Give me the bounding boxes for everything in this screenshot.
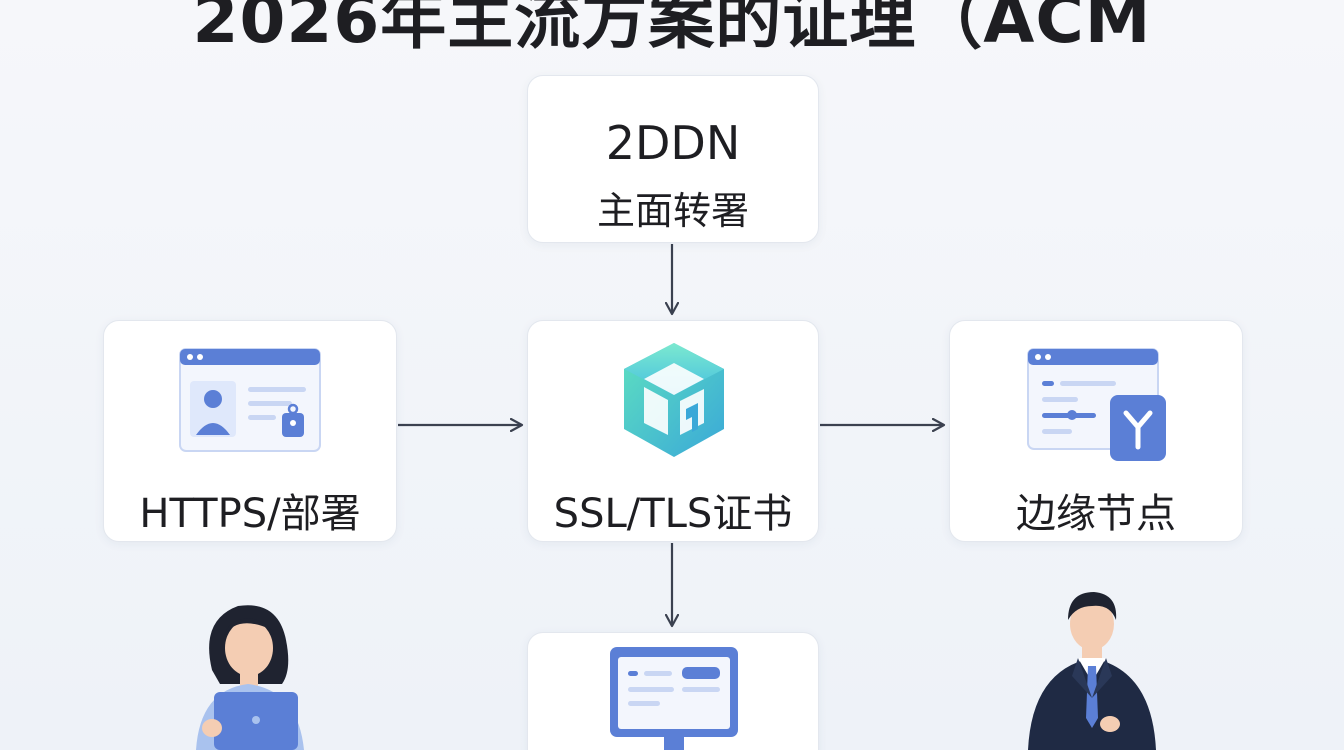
node-2ddn-title: 2DDN — [605, 116, 741, 170]
cube-certificate-icon — [624, 343, 724, 457]
diagram-title: 2026年主流方案的证理（ACM — [192, 0, 1152, 58]
woman-with-laptop-illustration — [196, 605, 304, 750]
node-https-deploy-label: HTTPS/部署 — [139, 491, 361, 537]
node-edge-node-label: 边缘节点 — [1016, 491, 1176, 537]
node-ssl-tls-label: SSL/TLS证书 — [553, 491, 793, 537]
node-card-2ddn: 2DDN 主面转署 — [527, 75, 819, 243]
node-2ddn-subtitle: 主面转署 — [596, 189, 749, 233]
monitor-icon — [610, 647, 738, 750]
node-card-monitor — [527, 632, 819, 750]
browser-edge-node-icon — [1027, 348, 1166, 461]
node-card-edge-node: 边缘节点 — [949, 320, 1243, 542]
man-in-suit-illustration — [1028, 592, 1156, 750]
node-card-https-deploy: HTTPS/部署 — [103, 320, 397, 542]
node-card-ssl-tls: SSL/TLS证书 — [527, 320, 819, 542]
browser-profile-tag-icon — [179, 348, 321, 452]
